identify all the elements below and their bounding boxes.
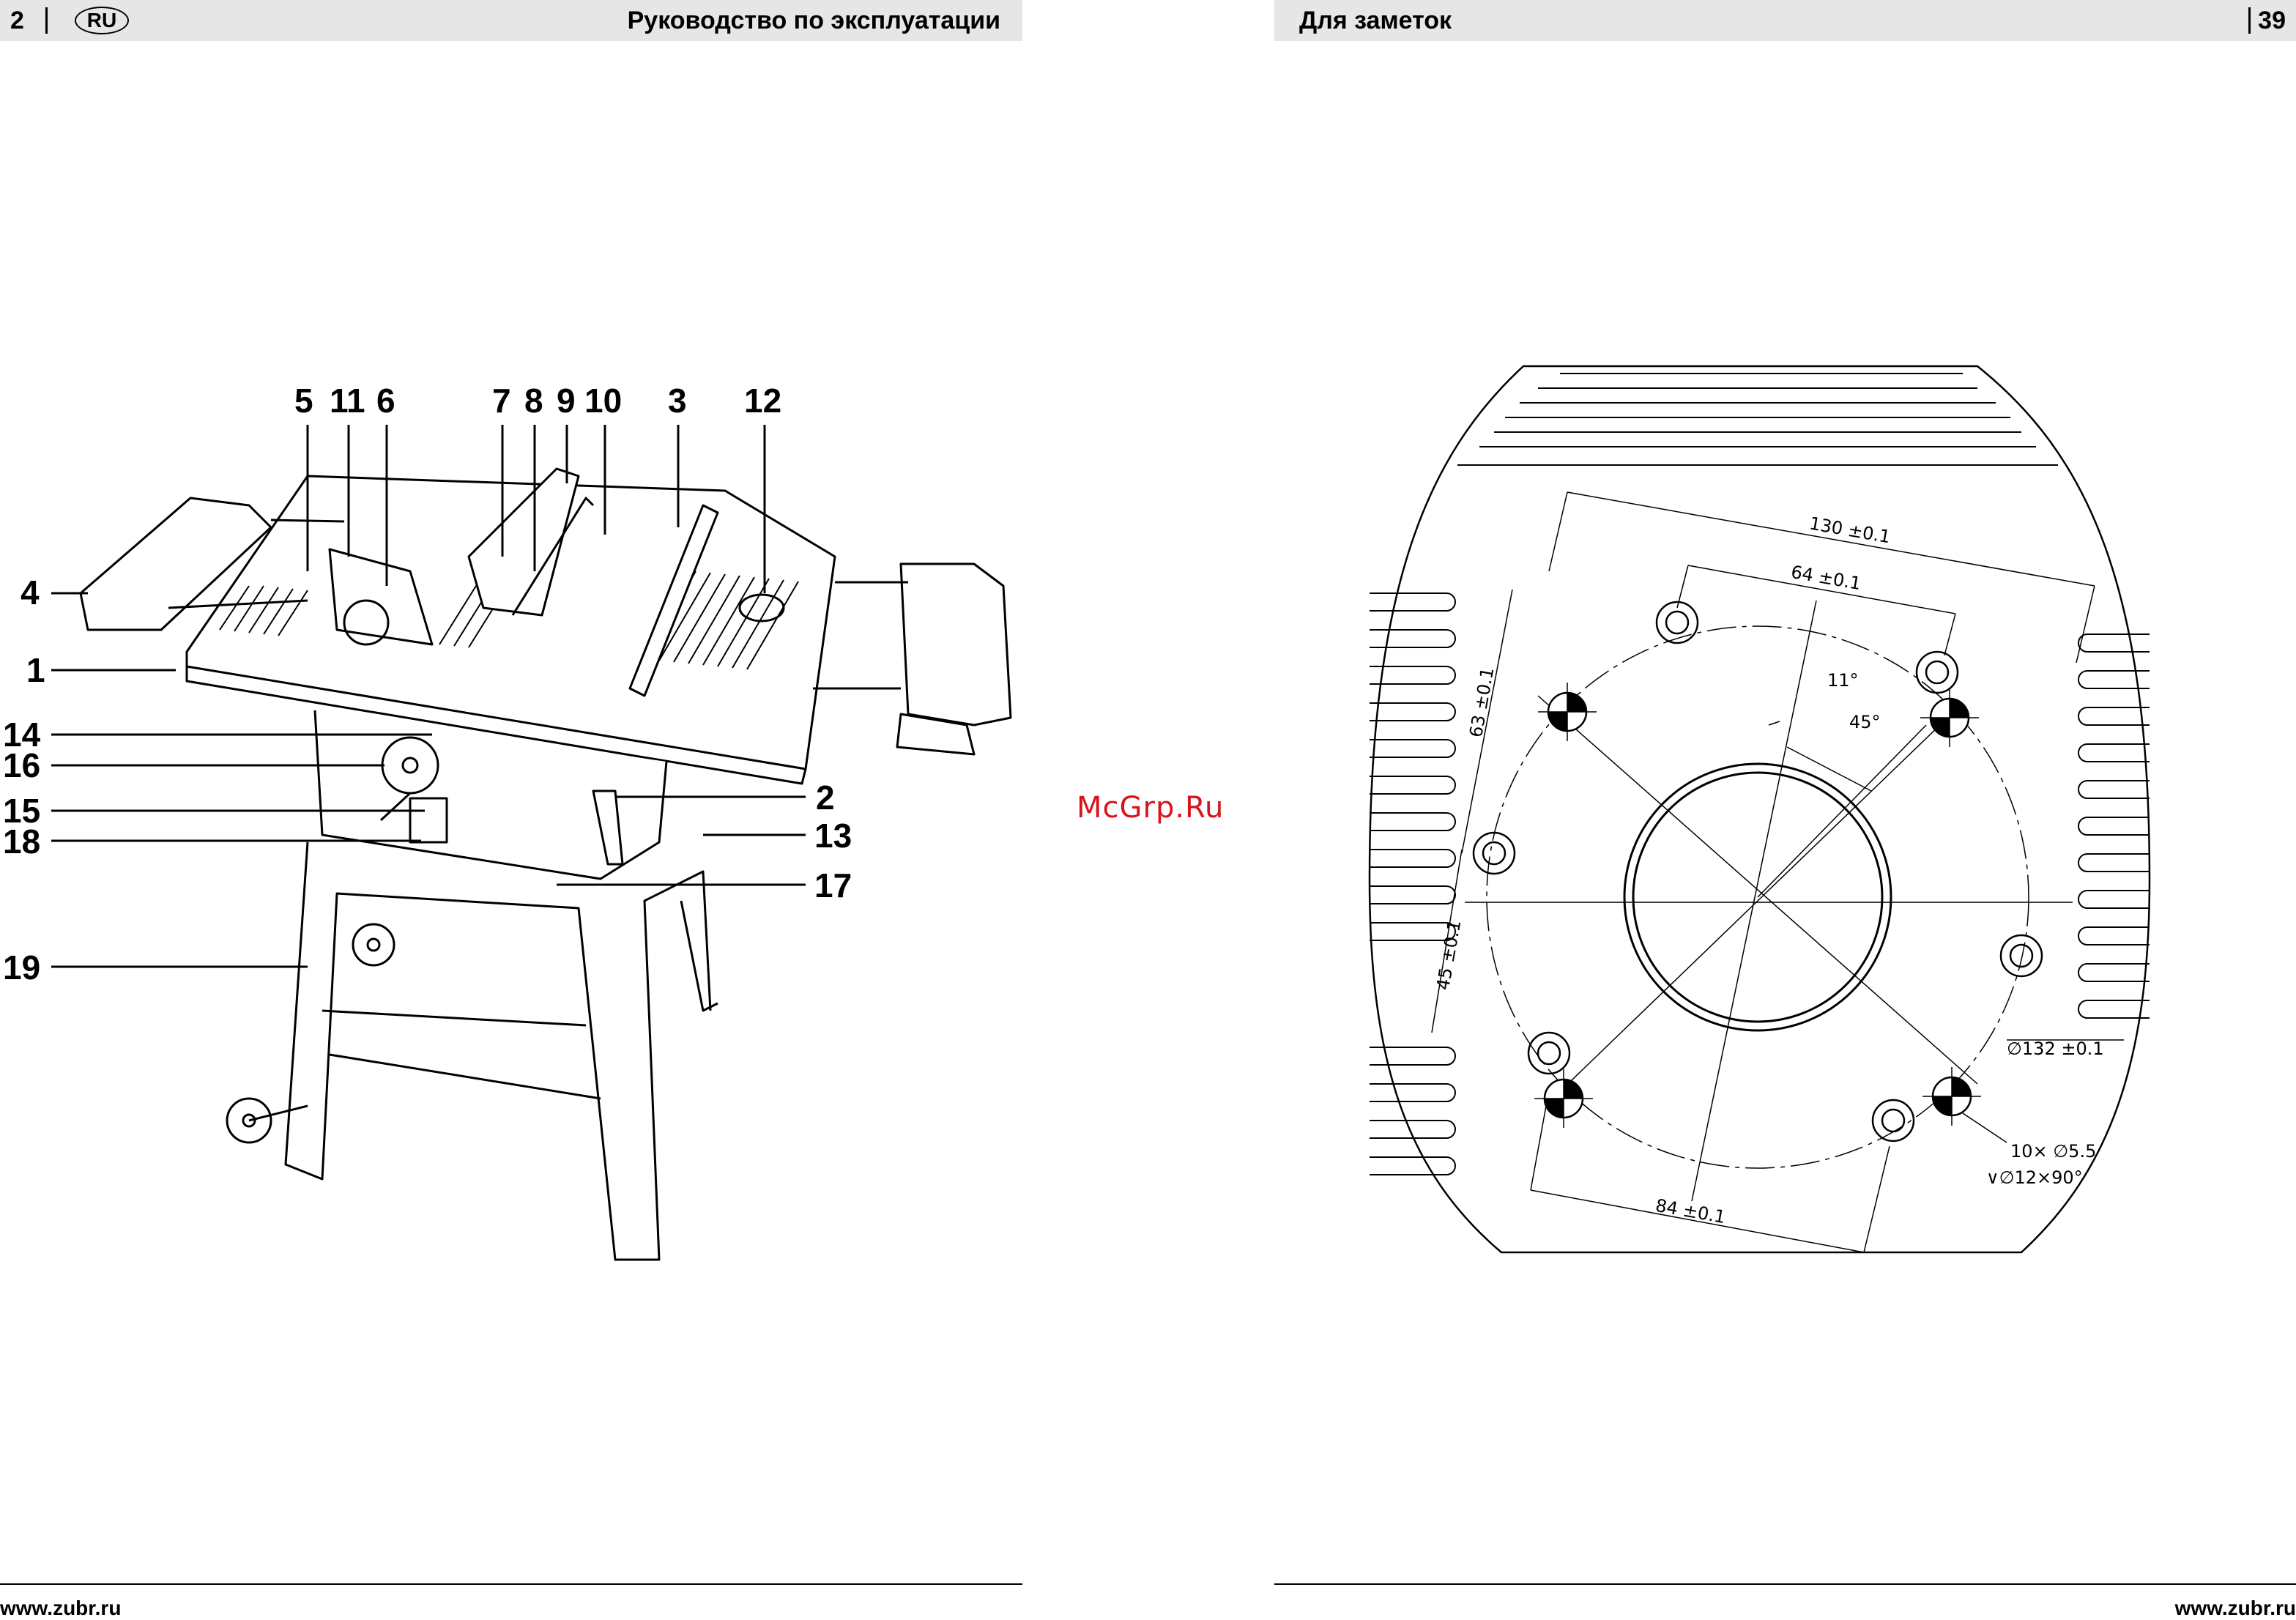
dim-64: 64 ±0.1 (1789, 562, 1862, 594)
dim-84: 84 ±0.1 (1654, 1195, 1727, 1227)
callout-3: 3 (668, 382, 687, 419)
callout-9: 9 (557, 382, 576, 419)
callout-7: 7 (492, 382, 511, 419)
right-footer-url[interactable]: www.zubr.ru (2175, 1597, 2296, 1620)
callout-19: 19 (3, 949, 40, 986)
callout-2: 2 (816, 779, 835, 816)
wheel (353, 924, 394, 965)
target-markers (1534, 683, 1981, 1128)
callout-6: 6 (376, 382, 395, 419)
callout-8: 8 (524, 382, 543, 419)
right-extension (901, 564, 1011, 725)
stand (286, 842, 710, 1260)
right-footer-rule (1274, 1583, 2296, 1585)
right-header-title: Для заметок (1299, 6, 1452, 35)
central-bore (1624, 764, 1891, 1030)
callout-4: 4 (21, 574, 40, 611)
right-page-header: Для заметок 39 (1274, 0, 2296, 41)
callout-12: 12 (744, 382, 781, 419)
callout-13: 13 (814, 817, 852, 854)
dim-130: 130 ±0.1 (1808, 513, 1892, 548)
callout-11: 11 (330, 382, 365, 419)
angle-45: 45° (1849, 712, 1881, 732)
callout-18: 18 (3, 823, 40, 860)
table-saw-illustration (0, 0, 1025, 1618)
callout-5: 5 (294, 382, 313, 419)
callout-10: 10 (584, 382, 622, 419)
callout-17: 17 (814, 867, 852, 904)
plate-outline (1370, 366, 2150, 1252)
callout-16: 16 (3, 747, 40, 784)
header-divider (2248, 7, 2251, 34)
dim-diameter-132: ∅132 ±0.1 (2007, 1038, 2104, 1059)
dim-countersink: ∨∅12×90° (1986, 1167, 2083, 1188)
power-switch (410, 798, 447, 842)
dim-holes: 10× ∅5.5 (2010, 1141, 2096, 1162)
dim-45: 45 ±0.1 (1433, 918, 1465, 992)
angle-11: 11° (1827, 670, 1859, 691)
watermark: McGrp.Ru (1077, 791, 1224, 825)
callout-1: 1 (26, 652, 45, 688)
right-page-number: 39 (2258, 6, 2286, 35)
dim-63: 63 ±0.1 (1465, 666, 1498, 739)
